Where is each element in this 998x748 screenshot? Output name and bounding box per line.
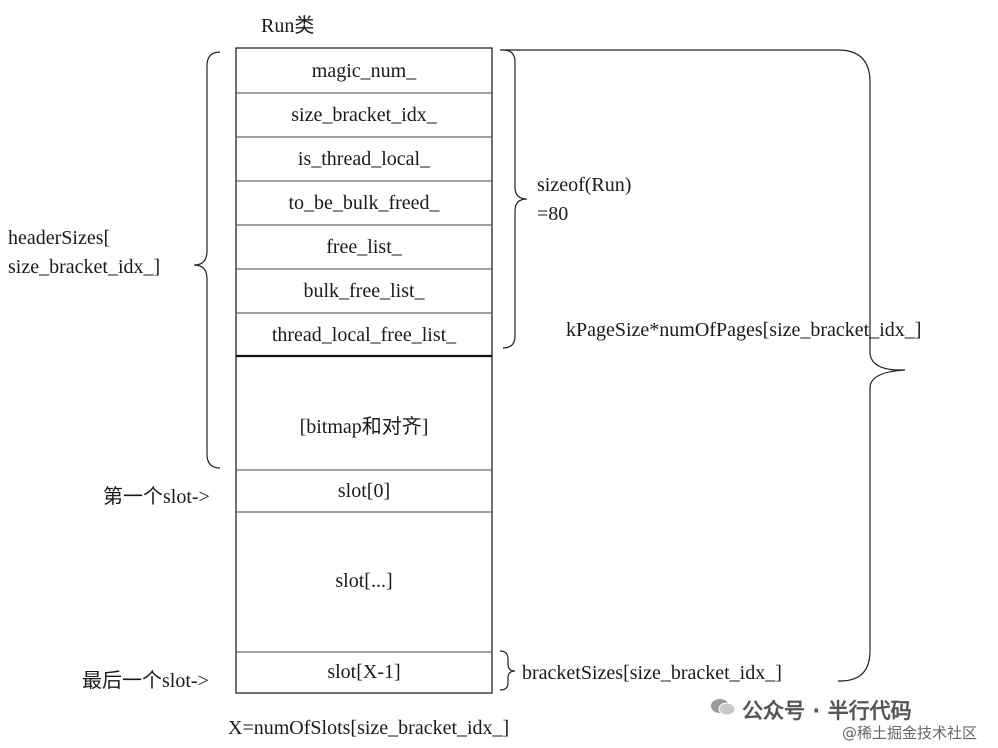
cell-slot-middle: slot[...] bbox=[335, 570, 393, 592]
cell-thread-local-free-list: thread_local_free_list_ bbox=[271, 324, 457, 346]
row-dividers bbox=[236, 92, 492, 653]
diagram-title: Run类 bbox=[261, 15, 315, 37]
page-size-brace bbox=[500, 49, 906, 682]
watermark-line2: @稀土掘金技术社区 bbox=[842, 724, 978, 742]
bracket-sizes-brace bbox=[499, 650, 516, 691]
first-slot-label: 第一个slot-> bbox=[103, 486, 210, 508]
cell-to-be-bulk-freed: to_be_bulk_freed_ bbox=[288, 192, 440, 214]
sizeof-run-brace bbox=[502, 49, 528, 349]
sizeof-run-label-line2: =80 bbox=[537, 203, 569, 225]
cell-magic-num: magic_num_ bbox=[311, 60, 417, 82]
wechat-icon bbox=[710, 697, 736, 717]
header-sizes-label-line2: size_bracket_idx_] bbox=[8, 256, 161, 278]
cell-size-bracket-idx: size_bracket_idx_ bbox=[291, 104, 437, 126]
header-sizes-brace bbox=[193, 51, 221, 469]
run-box bbox=[235, 47, 493, 694]
cell-slot-last: slot[X-1] bbox=[327, 661, 401, 683]
num-of-slots-label: X=numOfSlots[size_bracket_idx_] bbox=[228, 717, 510, 739]
cell-bitmap-alignment: [bitmap和对齐] bbox=[299, 416, 429, 438]
cell-slot-first: slot[0] bbox=[337, 480, 391, 502]
cell-is-thread-local: is_thread_local_ bbox=[297, 148, 431, 170]
cell-bulk-free-list: bulk_free_list_ bbox=[303, 280, 425, 302]
cell-free-list: free_list_ bbox=[326, 236, 402, 258]
header-sizes-label-line1: headerSizes[ bbox=[8, 227, 111, 249]
last-slot-label: 最后一个slot-> bbox=[82, 670, 209, 692]
bracket-sizes-label: bracketSizes[size_bracket_idx_] bbox=[522, 662, 782, 684]
sizeof-run-label-line1: sizeof(Run) bbox=[537, 174, 632, 196]
page-size-label: kPageSize*numOfPages[size_bracket_idx_] bbox=[566, 319, 922, 341]
watermark-line1: 公众号 · 半行代码 bbox=[742, 699, 912, 723]
